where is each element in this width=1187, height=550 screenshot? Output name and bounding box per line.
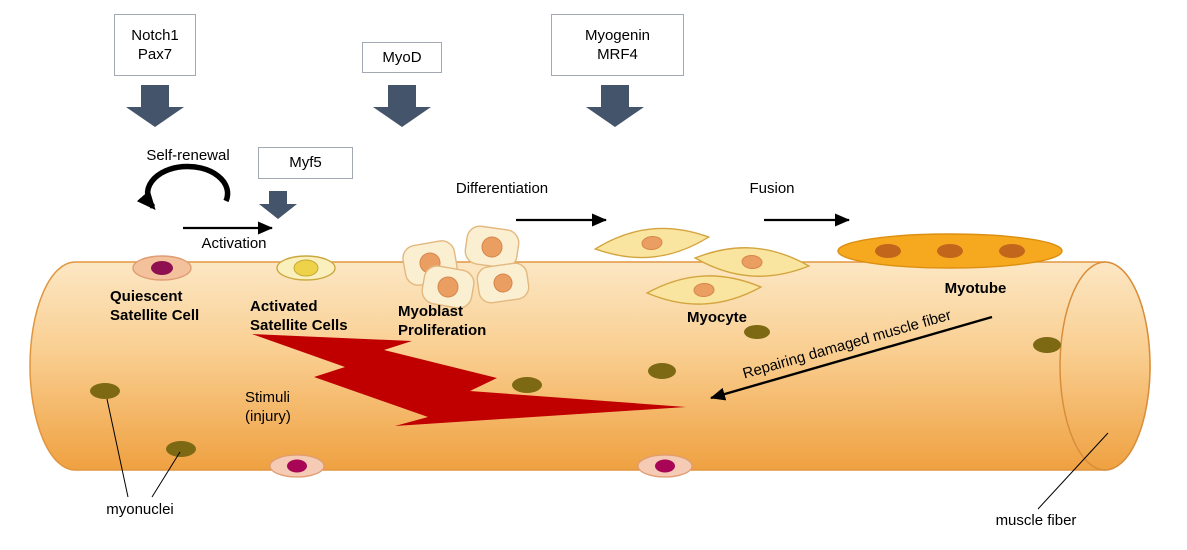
activated-satellite-cell-shape xyxy=(276,255,336,281)
gene-box-myf5: Myf5 xyxy=(258,147,353,179)
myonuclei-label: myonuclei xyxy=(106,501,174,518)
cell-nucleus xyxy=(693,282,715,298)
lightning-bolt-icon xyxy=(252,334,686,426)
activated-satellite-cells-label: Activated Satellite Cells xyxy=(250,298,348,335)
block-arrow-myod xyxy=(373,85,431,127)
self-renewal-label: Self-renewal xyxy=(146,147,230,164)
stimuli-injury-label: Stimuli (injury) xyxy=(245,389,291,426)
gene-box-notch1-pax7: Notch1 Pax7 xyxy=(114,14,196,76)
myoblast-cell xyxy=(476,262,530,304)
activation-label: Activation xyxy=(201,235,267,252)
myonucleus xyxy=(166,441,196,457)
cell-nucleus xyxy=(641,235,663,251)
myocyte-label: Myocyte xyxy=(686,309,748,326)
cell-nucleus xyxy=(493,273,513,293)
myoblast-proliferation-label: Myoblast Proliferation xyxy=(398,303,487,340)
myocyte-group xyxy=(593,227,811,305)
myonucleus xyxy=(512,377,542,393)
cell-nucleus xyxy=(481,236,503,258)
block-arrow-myogenin-mrf4 xyxy=(586,85,644,127)
cell-nucleus xyxy=(937,244,963,258)
myocyte-cell xyxy=(693,247,811,277)
gene-box-myod: MyoD xyxy=(362,42,442,73)
myocyte-cell xyxy=(645,275,763,305)
muscle-fiber-label: muscle fiber xyxy=(995,512,1077,529)
cell-nucleus xyxy=(151,261,173,275)
bottom-satellite-cell xyxy=(269,454,325,478)
myonucleus xyxy=(1033,337,1061,353)
block-arrow-notch1-pax7 xyxy=(126,85,184,127)
fusion-label: Fusion xyxy=(749,180,795,197)
cell-nucleus xyxy=(437,276,459,298)
myoblast-cell xyxy=(464,225,520,269)
muscle-fiber-leader-line xyxy=(1037,432,1109,510)
myocyte-cell xyxy=(593,227,711,259)
myonuclei-leader-line xyxy=(106,398,129,498)
gene-box-myogenin-mrf4: Myogenin MRF4 xyxy=(551,14,684,76)
myoblast-cell xyxy=(421,265,475,309)
cell-nucleus xyxy=(293,259,319,277)
myotube-shape xyxy=(837,233,1063,269)
cell-nucleus xyxy=(875,244,901,258)
cell-nucleus xyxy=(655,459,675,473)
quiescent-satellite-cell-shape xyxy=(132,255,192,281)
muscle-fiber-end-cap xyxy=(1059,261,1151,471)
myonucleus xyxy=(90,383,120,399)
myonucleus xyxy=(744,325,770,339)
differentiation-label: Differentiation xyxy=(455,180,549,197)
bottom-satellite-cell xyxy=(637,454,693,478)
myotube-label: Myotube xyxy=(944,280,1007,297)
quiescent-satellite-cell-label: Quiescent Satellite Cell xyxy=(110,288,200,325)
myonuclei-leader-line xyxy=(151,451,181,498)
repairing-arrow xyxy=(710,315,993,401)
cell-nucleus xyxy=(741,254,763,270)
myonuclei-group xyxy=(90,325,1061,457)
cell-nucleus xyxy=(999,244,1025,258)
cell-nucleus xyxy=(287,459,307,473)
myoblast-cluster xyxy=(402,225,530,309)
block-arrow-myf5 xyxy=(259,191,297,219)
myonucleus xyxy=(648,363,676,379)
self-renewal-arrow xyxy=(136,163,231,211)
